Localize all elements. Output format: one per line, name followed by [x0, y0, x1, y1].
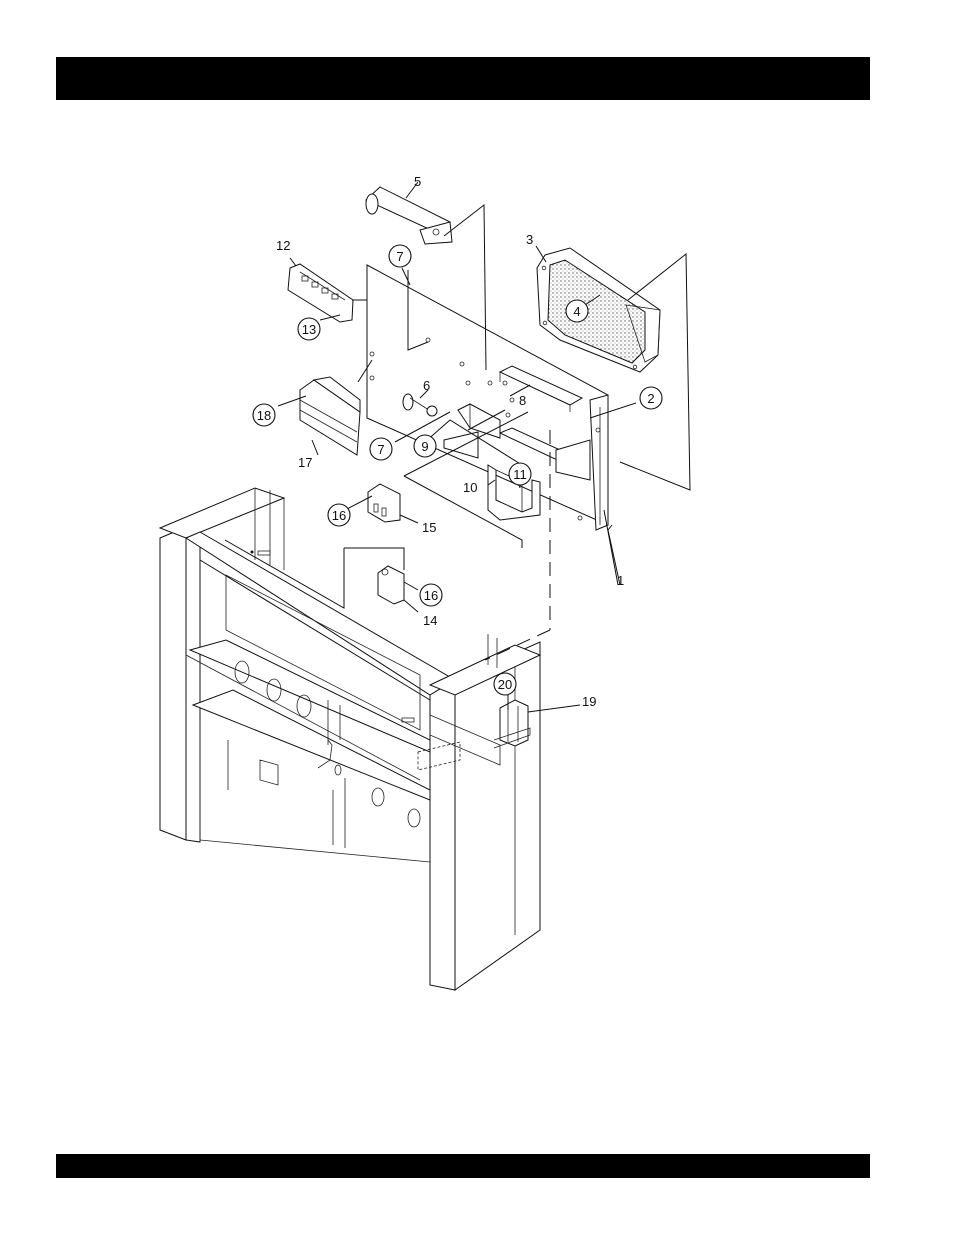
callout-20: 20: [494, 673, 516, 695]
svg-text:4: 4: [573, 304, 580, 319]
callout-4: 4: [566, 300, 588, 322]
callout-14: 14: [423, 613, 437, 628]
callout-16-lower: 16: [420, 584, 442, 606]
svg-text:18: 18: [257, 408, 271, 423]
callout-13: 13: [298, 318, 320, 340]
svg-text:20: 20: [498, 677, 512, 692]
svg-text:9: 9: [421, 439, 428, 454]
callout-19: 19: [582, 694, 596, 709]
svg-text:16: 16: [332, 508, 346, 523]
callout-7-bottom: 7: [370, 438, 392, 460]
callout-12: 12: [276, 238, 290, 253]
part-14-relay: [378, 566, 404, 604]
callout-18: 18: [253, 404, 275, 426]
callout-15: 15: [422, 520, 436, 535]
part-3-gauge-bezel: [537, 248, 660, 372]
svg-text:7: 7: [396, 249, 403, 264]
part-17-relay-housing: [300, 377, 360, 455]
cabinet-frame: [160, 488, 540, 990]
callout-16-upper: 16: [328, 504, 350, 526]
callout-11: 11: [509, 463, 531, 485]
callout-7-top: 7: [389, 245, 411, 267]
part-12-terminal-block: [288, 264, 353, 322]
callout-5: 5: [414, 174, 421, 189]
callout-3: 3: [526, 232, 533, 247]
svg-text:7: 7: [377, 442, 384, 457]
svg-text:2: 2: [647, 391, 654, 406]
callout-2: 2: [640, 387, 662, 409]
part-15-relay: [368, 484, 400, 522]
svg-text:16: 16: [424, 588, 438, 603]
svg-text:13: 13: [302, 322, 316, 337]
callout-1: 1: [617, 573, 624, 588]
callout-17: 17: [298, 455, 312, 470]
callout-9: 9: [414, 435, 436, 457]
callout-8: 8: [519, 393, 526, 408]
callout-10: 10: [463, 480, 477, 495]
callout-6: 6: [423, 378, 430, 393]
part-5-resistor: [366, 187, 452, 244]
svg-text:11: 11: [513, 467, 527, 482]
